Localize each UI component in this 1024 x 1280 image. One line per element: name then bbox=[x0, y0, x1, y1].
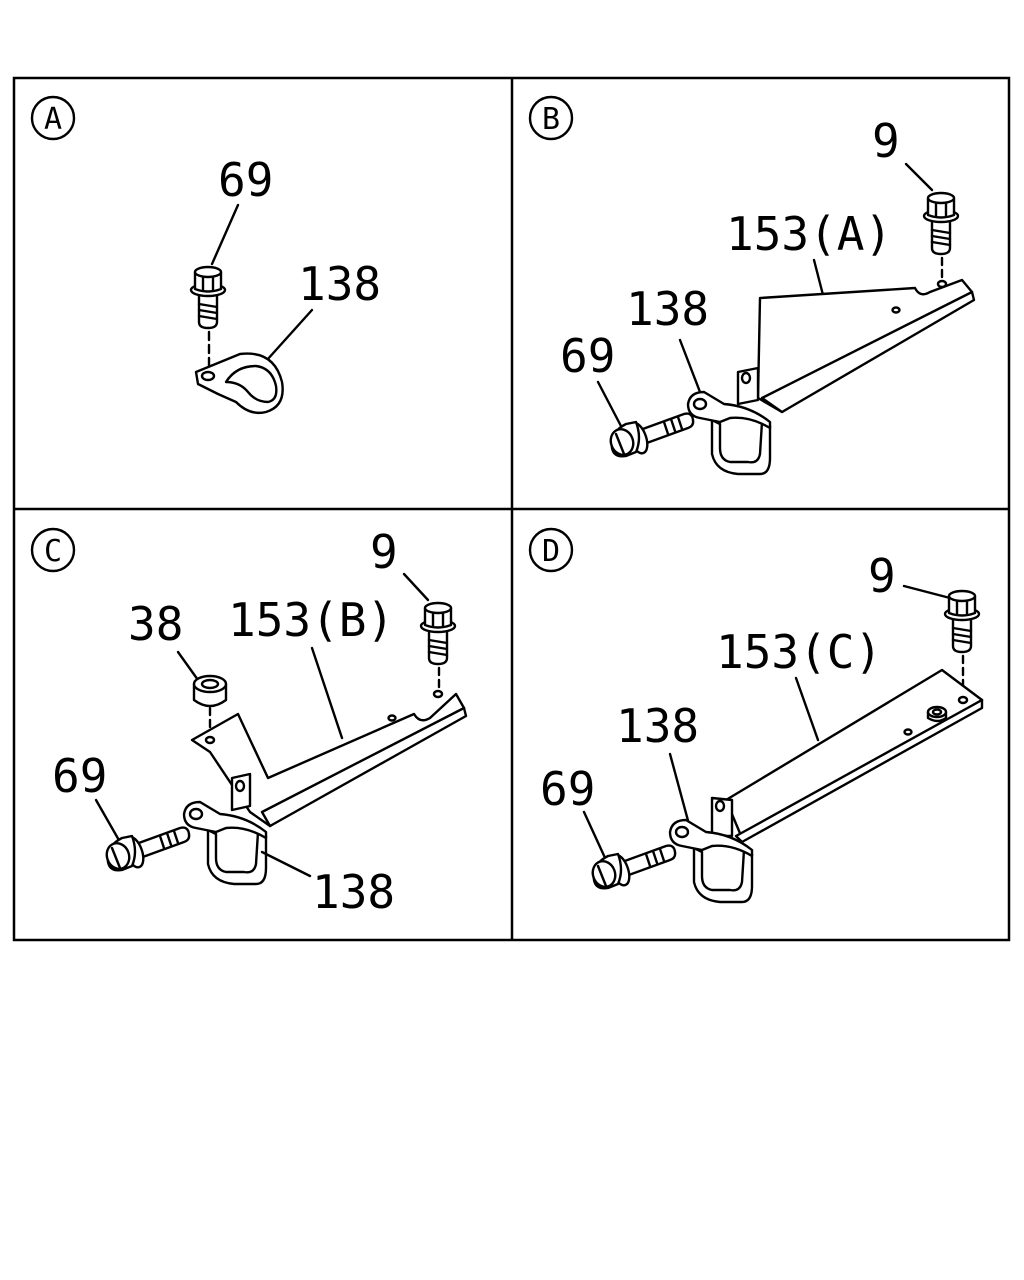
panel-c-bolt-9 bbox=[419, 601, 457, 666]
panel-d: D 9 153(C) 138 69 bbox=[528, 527, 984, 904]
panel-d-letter: D bbox=[542, 534, 560, 569]
panel-b-label-138: 138 bbox=[626, 282, 709, 336]
panel-d-bracket-153 bbox=[710, 668, 984, 844]
panel-c-label-9: 9 bbox=[370, 525, 398, 579]
panel-c-letter: C bbox=[44, 534, 62, 569]
panel-b-leader-69 bbox=[596, 380, 624, 430]
panel-a-label-138: 138 bbox=[298, 257, 381, 311]
panel-a-circle bbox=[30, 95, 76, 141]
panel-c-label-153: 153(B) bbox=[228, 593, 394, 647]
panel-b-bolt-69 bbox=[606, 412, 695, 460]
panel-c-label-69: 69 bbox=[52, 749, 107, 803]
panel-d-label-153: 153(C) bbox=[716, 625, 882, 679]
panel-a-letter: A bbox=[44, 102, 62, 137]
panel-c-leader-9 bbox=[402, 572, 430, 602]
panel-a-bolt-69 bbox=[189, 265, 227, 330]
panel-a: A 69 138 bbox=[30, 95, 381, 415]
panel-b-label-69: 69 bbox=[560, 329, 615, 383]
panel-c-leader-153 bbox=[310, 646, 344, 740]
panel-a-leader-69 bbox=[210, 203, 240, 266]
panel-b-clamp-138 bbox=[686, 390, 772, 476]
panel-c-label-138: 138 bbox=[312, 865, 395, 919]
panel-b-label-9: 9 bbox=[872, 114, 900, 168]
panel-b-leader-138 bbox=[678, 338, 702, 394]
panel-d-label-69: 69 bbox=[540, 762, 595, 816]
panel-b-bolt-9 bbox=[922, 191, 960, 256]
panel-d-leader-69 bbox=[582, 810, 608, 862]
panel-d-bolt-9 bbox=[943, 589, 981, 654]
panel-b-bracket-153 bbox=[736, 278, 976, 414]
panel-d-label-138: 138 bbox=[616, 699, 699, 753]
panel-d-circle bbox=[528, 527, 574, 573]
panel-d-leader-138 bbox=[668, 752, 692, 830]
panel-d-label-9: 9 bbox=[868, 549, 896, 603]
panel-c-bracket-153 bbox=[190, 689, 468, 828]
panel-b: B 9 153(A) 138 69 bbox=[528, 95, 976, 476]
panel-c-leader-138 bbox=[260, 850, 312, 878]
panel-c: C 9 38 153(B) 138 69 bbox=[30, 525, 468, 919]
panel-b-circle bbox=[528, 95, 574, 141]
panel-a-label-69: 69 bbox=[218, 153, 273, 207]
panel-d-leader-153 bbox=[794, 676, 820, 742]
panel-c-leader-69 bbox=[94, 798, 122, 844]
panel-c-nut-38 bbox=[192, 674, 228, 708]
panel-c-label-38: 38 bbox=[128, 597, 183, 651]
panel-c-leader-38 bbox=[176, 650, 200, 682]
panel-b-label-153: 153(A) bbox=[726, 207, 892, 261]
panel-b-letter: B bbox=[542, 102, 560, 137]
panel-c-circle bbox=[30, 527, 76, 573]
panel-b-leader-9 bbox=[904, 162, 934, 192]
panel-d-leader-9 bbox=[902, 584, 952, 600]
